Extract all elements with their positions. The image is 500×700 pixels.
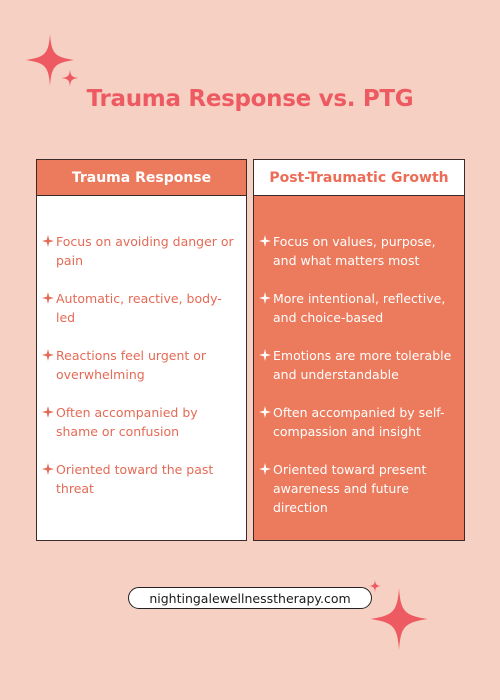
list-item: Reactions feel urgent or overwhelming [37,346,246,384]
sparkle-icon [26,34,74,86]
four-point-star-icon [42,406,54,418]
list-item-text: Reactions feel urgent or overwhelming [56,348,207,382]
list-item: More intentional, reflective, and choice… [254,289,464,327]
list-item: Automatic, reactive, body-led [37,289,246,327]
sparkle-icon [370,588,428,650]
list-item: Often accompanied by self-compassion and… [254,403,464,441]
four-point-star-icon [259,406,271,418]
list-item-text: Oriented toward the past threat [56,462,214,496]
list-item-text: More intentional, reflective, and choice… [273,291,446,325]
list-item: Focus on avoiding danger or pain [37,232,246,270]
four-point-star-icon [259,235,271,247]
column-heading: Trauma Response [37,160,246,196]
column-heading: Post-Traumatic Growth [254,160,464,196]
list-item-text: Focus on values, purpose, and what matte… [273,234,436,268]
list-item: Often accompanied by shame or confusion [37,403,246,441]
sparkle-icon [61,69,79,87]
four-point-star-icon [259,463,271,475]
list-item-text: Emotions are more tolerable and understa… [273,348,452,382]
four-point-star-icon [259,292,271,304]
four-point-star-icon [42,463,54,475]
trauma-response-column: Trauma Response Focus on avoiding danger… [36,159,247,541]
page-title: Trauma Response vs. PTG [86,86,414,112]
list-item-text: Oriented toward present awareness and fu… [273,462,427,515]
list-item: Oriented toward present awareness and fu… [254,460,464,517]
website-link[interactable]: nightingalewellnesstherapy.com [128,587,372,609]
list-item-text: Often accompanied by shame or confusion [56,405,198,439]
four-point-star-icon [259,349,271,361]
item-list: Focus on values, purpose, and what matte… [254,232,464,536]
post-traumatic-growth-column: Post-Traumatic Growth Focus on values, p… [253,159,465,541]
list-item: Emotions are more tolerable and understa… [254,346,464,384]
four-point-star-icon [42,235,54,247]
list-item-text: Focus on avoiding danger or pain [56,234,234,268]
list-item: Focus on values, purpose, and what matte… [254,232,464,270]
four-point-star-icon [42,292,54,304]
list-item: Oriented toward the past threat [37,460,246,498]
four-point-star-icon [42,349,54,361]
item-list: Focus on avoiding danger or pain Automat… [37,232,246,517]
list-item-text: Often accompanied by self-compassion and… [273,405,445,439]
list-item-text: Automatic, reactive, body-led [56,291,222,325]
sparkle-icon [369,579,381,593]
